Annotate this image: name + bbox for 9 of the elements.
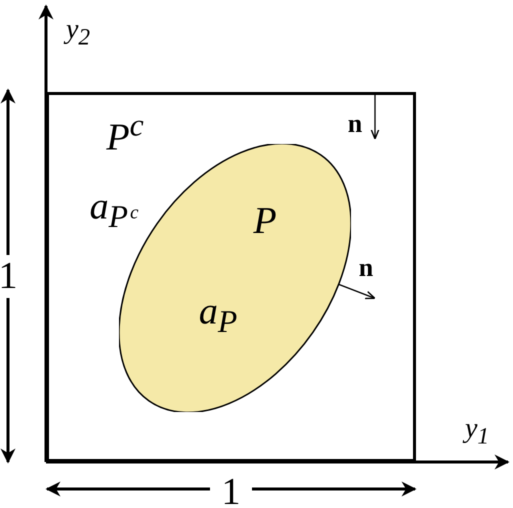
- coefficient-label: a$_{Pᶜ}$: [90, 187, 136, 233]
- unit-cell-square: [46, 92, 416, 462]
- normal-label: n: [348, 111, 362, 137]
- region-label: P$^{c}$: [106, 110, 144, 156]
- axis-label: y$_{1}$: [464, 415, 490, 449]
- coefficient-label: a$_{P}$: [198, 292, 238, 338]
- normal-label: n: [358, 255, 374, 281]
- axis-label: y$_{2}$: [66, 16, 90, 50]
- region-label: P: [253, 202, 277, 240]
